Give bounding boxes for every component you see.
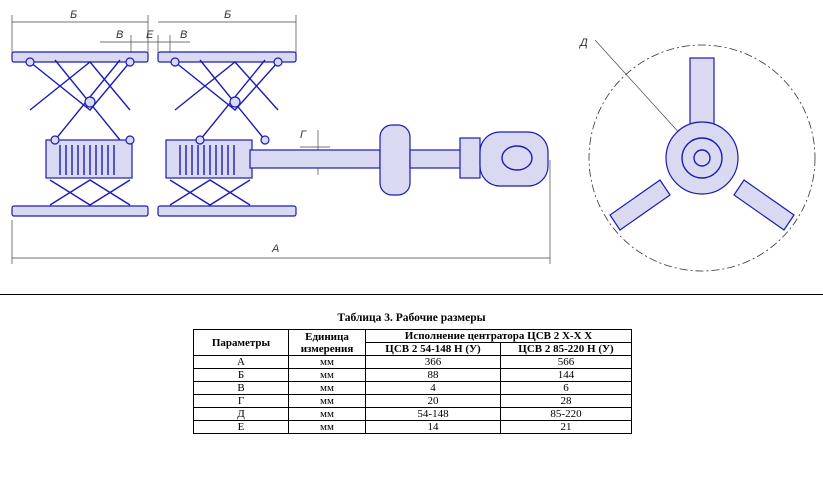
table-row: Г мм 20 28 xyxy=(193,394,632,408)
table-row: Б мм 88 144 xyxy=(193,368,632,382)
dim-label-e: Е xyxy=(146,29,154,41)
cell-v1: 4 xyxy=(365,381,501,395)
cell-param: Б xyxy=(193,368,289,382)
cell-unit: мм xyxy=(288,381,366,395)
section-separator xyxy=(0,294,823,295)
cell-v1: 88 xyxy=(365,368,501,382)
header-unit: Единица измерения xyxy=(288,329,366,356)
cell-v1: 54-148 xyxy=(365,407,501,421)
cell-v1: 20 xyxy=(365,394,501,408)
cell-unit: мм xyxy=(288,368,366,382)
cell-unit: мм xyxy=(288,394,366,408)
cell-v2: 21 xyxy=(500,420,632,434)
cell-v2: 144 xyxy=(500,368,632,382)
cell-v2: 566 xyxy=(500,355,632,369)
table-row: В мм 4 6 xyxy=(193,381,632,395)
table-row: А мм 366 566 xyxy=(193,355,632,369)
cell-v2: 6 xyxy=(500,381,632,395)
table-row: Е мм 14 21 xyxy=(193,420,632,434)
dim-label-a: А xyxy=(271,243,279,255)
table-header-row: Параметры Единица измерения Исполнение ц… xyxy=(193,329,632,356)
technical-drawing: Б Б В Е В А Г xyxy=(11,9,816,272)
cell-v2: 85-220 xyxy=(500,407,632,421)
header-param: Параметры xyxy=(193,329,289,356)
table-subheader-row: ЦСВ 2 54-148 Н (У) ЦСВ 2 85-220 Н (У) xyxy=(194,342,632,356)
side-view-assembly xyxy=(609,57,795,231)
dim-label-v-left: В xyxy=(116,29,123,41)
cell-v2: 28 xyxy=(500,394,632,408)
cell-param: Д xyxy=(193,407,289,421)
cell-unit: мм xyxy=(288,420,366,434)
cell-v1: 366 xyxy=(365,355,501,369)
cell-v1: 14 xyxy=(365,420,501,434)
cell-unit: мм xyxy=(288,407,366,421)
dim-label-b-left: Б xyxy=(70,9,77,21)
header-execution: Исполнение центратора ЦСВ 2 Х-Х Х xyxy=(365,329,632,343)
cell-param: Г xyxy=(193,394,289,408)
header-col2: ЦСВ 2 85-220 Н (У) xyxy=(500,342,632,356)
cell-unit: мм xyxy=(288,355,366,369)
table-title: Таблица 3. Рабочие размеры xyxy=(337,312,486,324)
dimensions-table: Параметры Единица измерения Исполнение ц… xyxy=(193,329,632,434)
table-row: Д мм 54-148 85-220 xyxy=(193,407,632,421)
dim-label-d: Д xyxy=(578,37,588,49)
dim-label-v-right: В xyxy=(180,29,187,41)
dim-label-b-right: Б xyxy=(224,9,231,21)
cell-param: Е xyxy=(193,420,289,434)
dim-label-g: Г xyxy=(300,129,307,141)
cell-param: А xyxy=(193,355,289,369)
cell-param: В xyxy=(193,381,289,395)
header-col1: ЦСВ 2 54-148 Н (У) xyxy=(365,342,501,356)
